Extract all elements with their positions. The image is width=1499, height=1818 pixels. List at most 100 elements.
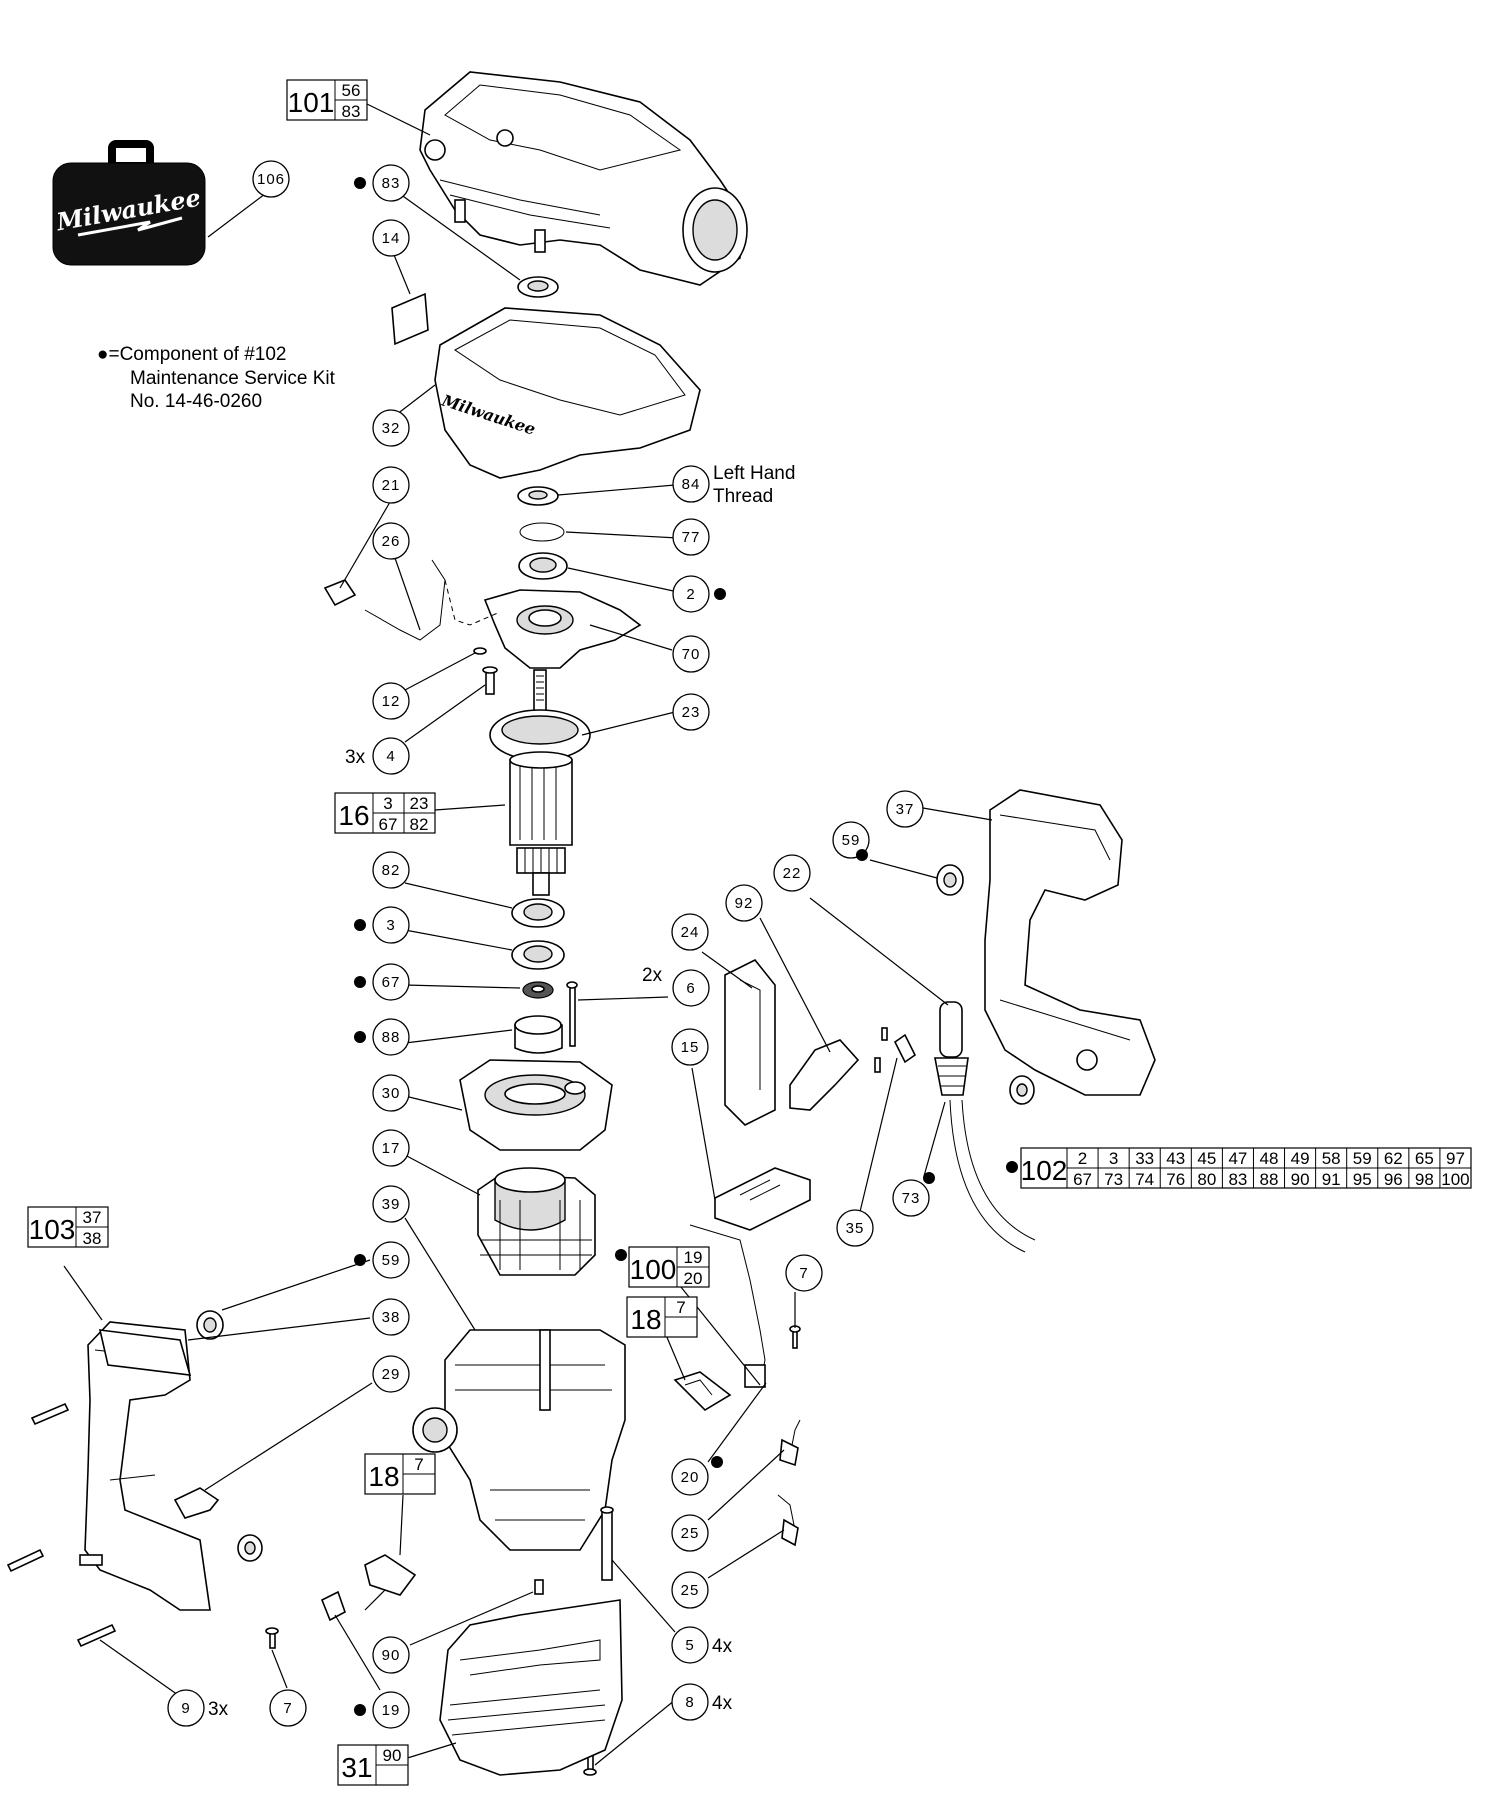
screw-4 [482,666,498,695]
svg-text:90: 90 [382,1647,401,1664]
kit-102-part-number: 73 [1104,1170,1123,1189]
legend-bullet: ● [97,344,108,365]
callout-32: 32 [372,409,410,447]
assembly-box-16: 16 3 23 67 82 [334,792,436,834]
svg-text:103: 103 [29,1214,76,1245]
kit-102-part-number: 45 [1197,1149,1216,1168]
callout-7-lower: 7 [269,1689,307,1727]
svg-text:82: 82 [410,815,429,834]
svg-text:38: 38 [83,1229,102,1248]
screw-7-upper [789,1325,801,1349]
svg-text:15: 15 [681,1039,700,1056]
kit-102-part-number: 59 [1353,1149,1372,1168]
callout-17: 17 [372,1129,410,1167]
assembly-box-103: 103 37 38 [27,1206,109,1248]
svg-text:23: 23 [682,704,701,721]
kit-102-part-number: 47 [1228,1149,1247,1168]
bushing-left-lower [237,1534,263,1562]
terminal-21 [323,579,357,607]
callout-22: 22 [773,854,811,892]
callout-67: 67 [372,963,410,1001]
svg-text:14: 14 [382,230,401,247]
svg-text:39: 39 [382,1196,401,1213]
svg-text:90: 90 [383,1746,402,1765]
svg-text:35: 35 [846,1220,865,1237]
kit-102-part-number: 2 [1078,1149,1087,1168]
svg-text:37: 37 [896,801,915,818]
sleeve-88 [514,1015,563,1054]
svg-text:101: 101 [288,87,335,118]
plate-14 [391,292,429,346]
terminal-block-15 [714,1167,811,1231]
kit-102-part-number: 88 [1260,1170,1279,1189]
bushing-right-lower [1009,1075,1035,1105]
svg-text:70: 70 [682,646,701,663]
callout-84: 84 [672,465,710,503]
cord-clamp-35 [874,1027,917,1073]
svg-text:●=Component of #102: ●=Component of #102 [97,344,286,365]
svg-text:26: 26 [382,533,401,550]
brush-holder-18-upper [673,1371,732,1412]
cord-73 [949,1099,1036,1253]
svg-text:5: 5 [685,1637,694,1654]
svg-text:21: 21 [382,477,401,494]
handle-half-38 [98,1329,192,1376]
leader-lines [63,193,993,1766]
kit-102-part-number: 65 [1415,1149,1434,1168]
switch-spring-29 [173,1487,220,1519]
legend-line3: No. 14-46-0260 [130,391,262,412]
callout-5: 5 [671,1626,709,1664]
callout-37: 37 [886,790,924,828]
kit-bullets [354,177,1018,1716]
screw-9c [76,1623,117,1648]
callout-59-left: 59 [372,1241,410,1279]
assembly-box-31: 31 90 [337,1744,409,1786]
callout-7-upper: 7 [785,1254,823,1292]
svg-text:77: 77 [682,529,701,546]
svg-text:7: 7 [414,1455,423,1474]
end-cap-31 [439,1599,623,1776]
kit-102-part-number: 91 [1322,1170,1341,1189]
callout-35: 35 [836,1209,874,1247]
brush-holder-18-lower [364,1554,417,1596]
callout-21: 21 [372,466,410,504]
svg-text:59: 59 [842,832,861,849]
kit-102-part-number: 95 [1353,1170,1372,1189]
svg-text:82: 82 [382,862,401,879]
field-17 [477,1167,596,1276]
svg-text:4: 4 [386,748,395,765]
trigger-92 [789,1039,860,1111]
gear-housing-101 [419,71,748,286]
kit-102-part-number: 62 [1384,1149,1403,1168]
wire-assembly-100 [689,1224,766,1388]
svg-text:3: 3 [386,917,395,934]
multiplier-5: 4x [712,1636,733,1657]
multiplier-9: 3x [208,1699,229,1720]
svg-text:106: 106 [257,171,285,188]
callout-8: 8 [671,1683,709,1721]
note-84-line1: Left Hand [713,463,795,484]
svg-text:3: 3 [383,794,392,813]
callout-39: 39 [372,1185,410,1223]
assembly-box-100: 100 19 20 [628,1246,710,1288]
screw-9a [30,1402,70,1426]
svg-text:67: 67 [379,815,398,834]
kit-102-part-number: 49 [1291,1149,1310,1168]
retaining-ring-77 [519,522,565,542]
svg-text:8: 8 [685,1694,694,1711]
callout-77: 77 [672,518,710,556]
multiplier-4: 3x [345,747,366,768]
svg-text:7: 7 [676,1298,685,1317]
pin-90 [534,1579,544,1595]
callout-26: 26 [372,522,410,560]
svg-text:7: 7 [283,1700,292,1717]
kit-102-part-number: 96 [1384,1170,1403,1189]
svg-text:37: 37 [83,1208,102,1227]
svg-text:18: 18 [368,1461,399,1492]
svg-text:16: 16 [338,800,369,831]
baffle-30 [459,1059,613,1151]
callout-88: 88 [372,1018,410,1056]
bearing-83 [517,276,559,298]
kit-102-part-number: 83 [1228,1170,1247,1189]
callout-106: 106 [252,160,290,198]
